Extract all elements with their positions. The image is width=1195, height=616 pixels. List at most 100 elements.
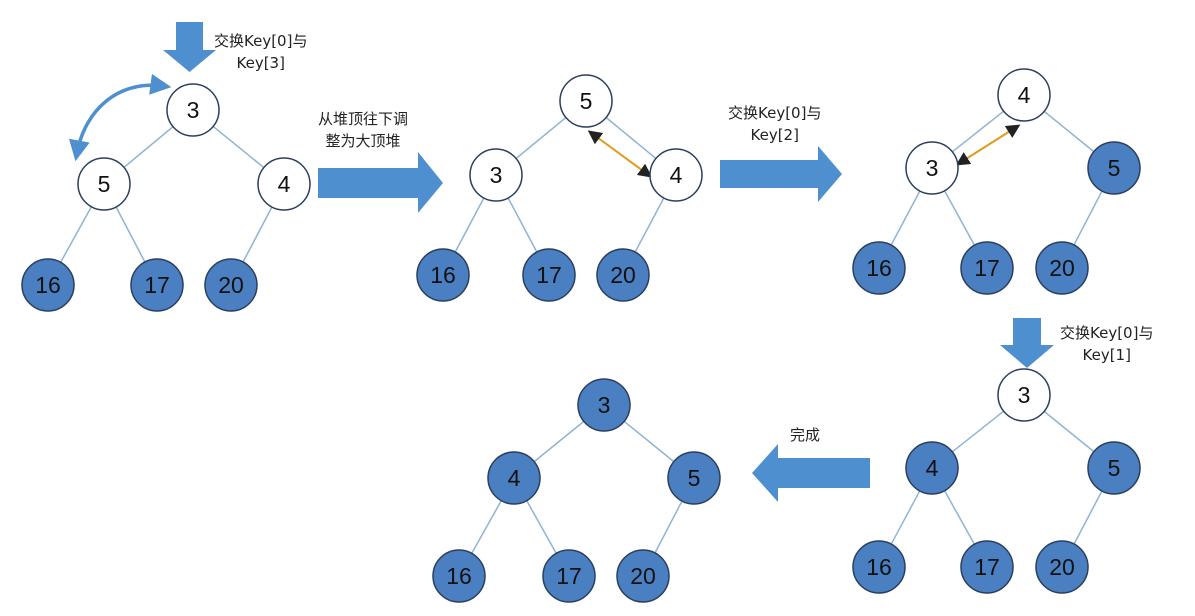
tree-1-node-circle-5 [204,258,258,312]
tree-3-node-label-1: 3 [926,155,939,181]
tree-2-node-circle-4 [522,248,576,302]
tree-4-node-label-5: 20 [1049,554,1075,580]
tree-3-node-4: 17 [960,241,1014,295]
tree-5-node-label-1: 4 [508,465,521,491]
tree-4-node-circle-3 [852,540,906,594]
tree-5-node-circle-2 [667,451,721,505]
tree-3-node-circle-5 [1035,241,1089,295]
tree-2-node-circle-5 [596,248,650,302]
tree-2-node-1: 3 [469,148,523,202]
tree-4-node-circle-0 [997,368,1051,422]
tree-3-node-label-0: 4 [1018,82,1031,108]
tree-3-node-circle-2 [1087,141,1141,195]
tree-1-node-circle-2 [257,157,311,211]
tree-5-node-circle-5 [616,549,670,603]
tree-2-edge-4 [634,197,665,253]
tree-4-node-2: 5 [1087,441,1141,495]
tree-1-node-circle-0 [166,83,220,137]
tree-5-node-4: 17 [542,549,596,603]
tree-1-node-5: 20 [204,258,258,312]
right-arrow-heapify [318,152,443,213]
swap-key2-label: 交换Key[0]与 Key[2] [728,102,821,146]
tree-4-node-5: 20 [1035,540,1089,594]
tree-3-edge-3 [943,190,976,246]
tree-5-node-label-3: 16 [446,563,472,589]
tree-4-node-circle-1 [905,441,959,495]
heapify-label: 从堆顶往下调 整为大顶堆 [318,108,408,152]
swap-key3-label: 交换Key[0]与 Key[3] [214,30,307,74]
swap-key3-line2: Key[3] [236,54,285,72]
tree-1-node-label-2: 4 [278,171,291,197]
tree-1-node-2: 4 [257,157,311,211]
tree-3-edge-0 [951,110,1005,153]
left-arrow-done [752,444,870,502]
tree-4-node-label-2: 5 [1108,455,1121,481]
swap-key1-label: 交换Key[0]与 Key[1] [1060,322,1153,366]
tree-4-edge-4 [1073,490,1103,545]
tree-5-node-circle-0 [577,378,631,432]
tree-2-node-3: 16 [416,248,470,302]
tree-2-node-4: 17 [522,248,576,302]
tree-2-edge-2 [454,197,485,253]
tree-4-node-circle-4 [960,540,1014,594]
tree-3-node-1: 3 [905,141,959,195]
heapify-line2: 整为大顶堆 [325,132,401,150]
swap-key1-line2: Key[1] [1082,346,1131,364]
tree-1-node-circle-4 [130,258,184,312]
tree-2-node-label-4: 17 [536,262,562,288]
tree-5-node-circle-3 [432,549,486,603]
tree-4-edge-3 [943,490,976,545]
tree-4-node-circle-2 [1087,441,1141,495]
right-arrow-swap-key2 [720,146,842,202]
tree-4-node-label-1: 4 [926,455,939,481]
tree-3-node-5: 20 [1035,241,1089,295]
down-arrow-1 [163,22,216,72]
tree-2-node-0: 5 [559,74,613,128]
tree-1-node-circle-1 [77,157,131,211]
tree-1-node-label-0: 3 [187,97,200,123]
tree-1-edge-4 [242,206,273,263]
tree-5-node-label-2: 5 [688,465,701,491]
tree-3-edge-1 [1043,110,1095,153]
tree-4-node-1: 4 [905,441,959,495]
tree-2-node-circle-2 [649,148,703,202]
tree-3-node-2: 5 [1087,141,1141,195]
tree-2-node-2: 4 [649,148,703,202]
tree-5-node-0: 3 [577,378,631,432]
tree-2-node-5: 20 [596,248,650,302]
tree-4-edge-1 [1043,410,1095,453]
tree-4-edge-2 [890,490,921,545]
tree-5-node-label-5: 20 [630,563,656,589]
tree-5-node-label-4: 17 [556,563,582,589]
tree-3-node-circle-3 [852,241,906,295]
tree-5-edge-1 [623,420,675,463]
tree-2-node-label-5: 20 [610,262,636,288]
tree-3-node-label-2: 5 [1108,155,1121,181]
swap-indicator-tree-3 [955,124,1021,166]
tree-2-node-circle-0 [559,74,613,128]
tree-3-node-label-5: 20 [1049,255,1075,281]
tree-4-node-label-0: 3 [1018,382,1031,408]
tree-3-edge-4 [1073,190,1103,246]
down-arrow-2 [1000,318,1054,368]
done-text: 完成 [790,426,821,444]
tree-5-edge-2 [471,500,502,554]
tree-1-node-circle-3 [21,258,75,312]
tree-2-edge-1 [605,116,657,160]
tree-4-edge-0 [951,410,1005,453]
tree-4-node-4: 17 [960,540,1014,594]
tree-2-edge-0 [515,116,567,160]
swap-indicator-tree-2 [587,130,653,178]
tree-1-edge-2 [59,206,93,263]
block-arrows [163,22,1054,502]
tree-5-edge-0 [533,420,585,463]
tree-1-node-label-1: 5 [98,171,111,197]
tree-2-node-label-0: 5 [580,88,593,114]
heapify-line1: 从堆顶往下调 [318,110,409,128]
tree-3-node-circle-4 [960,241,1014,295]
tree-2-node-circle-3 [416,248,470,302]
tree-5-node-3: 16 [432,549,486,603]
tree-1-edge-0 [123,126,174,168]
tree-1-node-label-4: 17 [144,272,170,298]
